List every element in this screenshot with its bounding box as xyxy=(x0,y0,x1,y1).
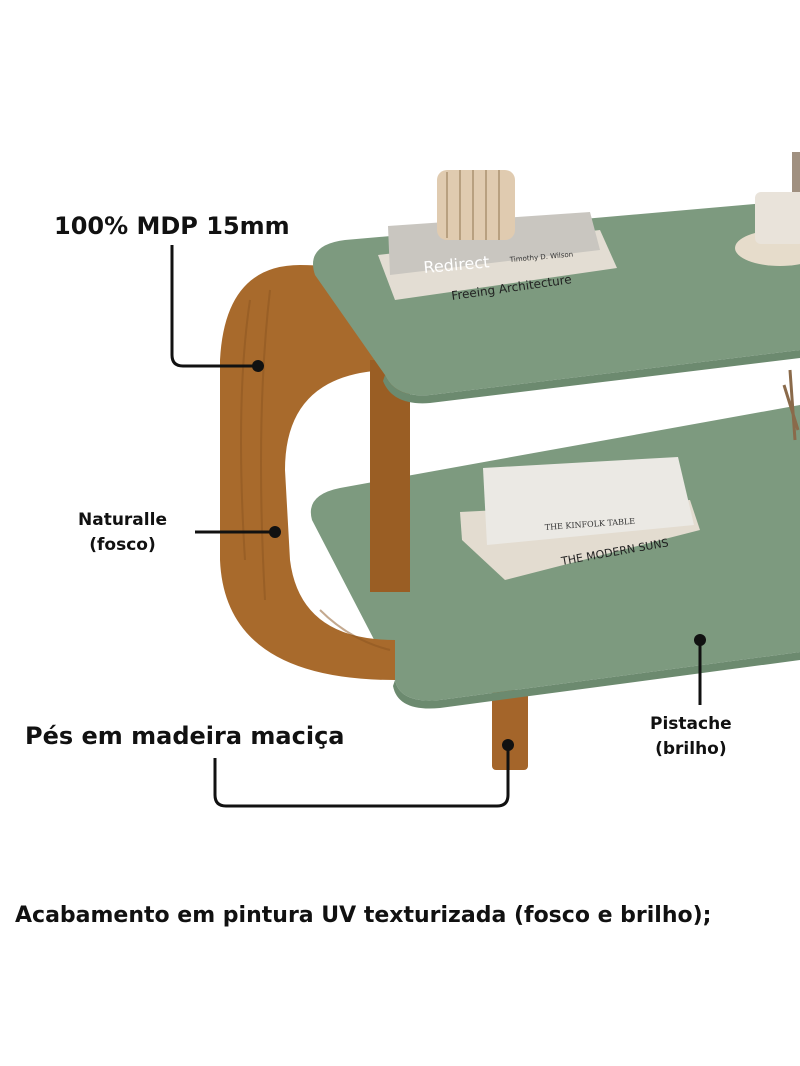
pistache-label: Pistache (brilho) xyxy=(650,712,732,762)
dried-plant xyxy=(782,369,800,441)
wooden-foot xyxy=(492,690,528,770)
feet-leader xyxy=(213,745,510,808)
wood-grain xyxy=(240,289,391,651)
mdp-label: 100% MDP 15mm xyxy=(54,212,290,240)
feet-dot xyxy=(502,739,514,751)
pistache-dot xyxy=(694,634,706,646)
naturalle-label-line1: Naturalle xyxy=(78,510,167,530)
mdp-dot xyxy=(252,360,264,372)
top-shelf-edge xyxy=(383,350,800,404)
pistache-label-line2: (brilho) xyxy=(655,739,727,759)
pistache-label-line1: Pistache xyxy=(650,714,732,734)
naturalle-label-line2: (fosco) xyxy=(89,535,156,555)
bottom-book-stack: THE KINFOLK TABLE THE MODERN SUNS xyxy=(460,457,700,580)
lower-shelf-edge xyxy=(393,652,800,709)
cup-on-tray xyxy=(735,152,800,266)
ribbed-vase xyxy=(437,170,515,240)
naturalle-dot xyxy=(269,526,281,538)
feet-label: Pés em madeira maciça xyxy=(25,722,345,750)
leader-lines xyxy=(170,245,702,808)
mdp-leader xyxy=(170,245,258,368)
finish-caption: Acabamento em pintura UV texturizada (fo… xyxy=(15,903,712,928)
naturalle-label: Naturalle (fosco) xyxy=(78,508,167,558)
